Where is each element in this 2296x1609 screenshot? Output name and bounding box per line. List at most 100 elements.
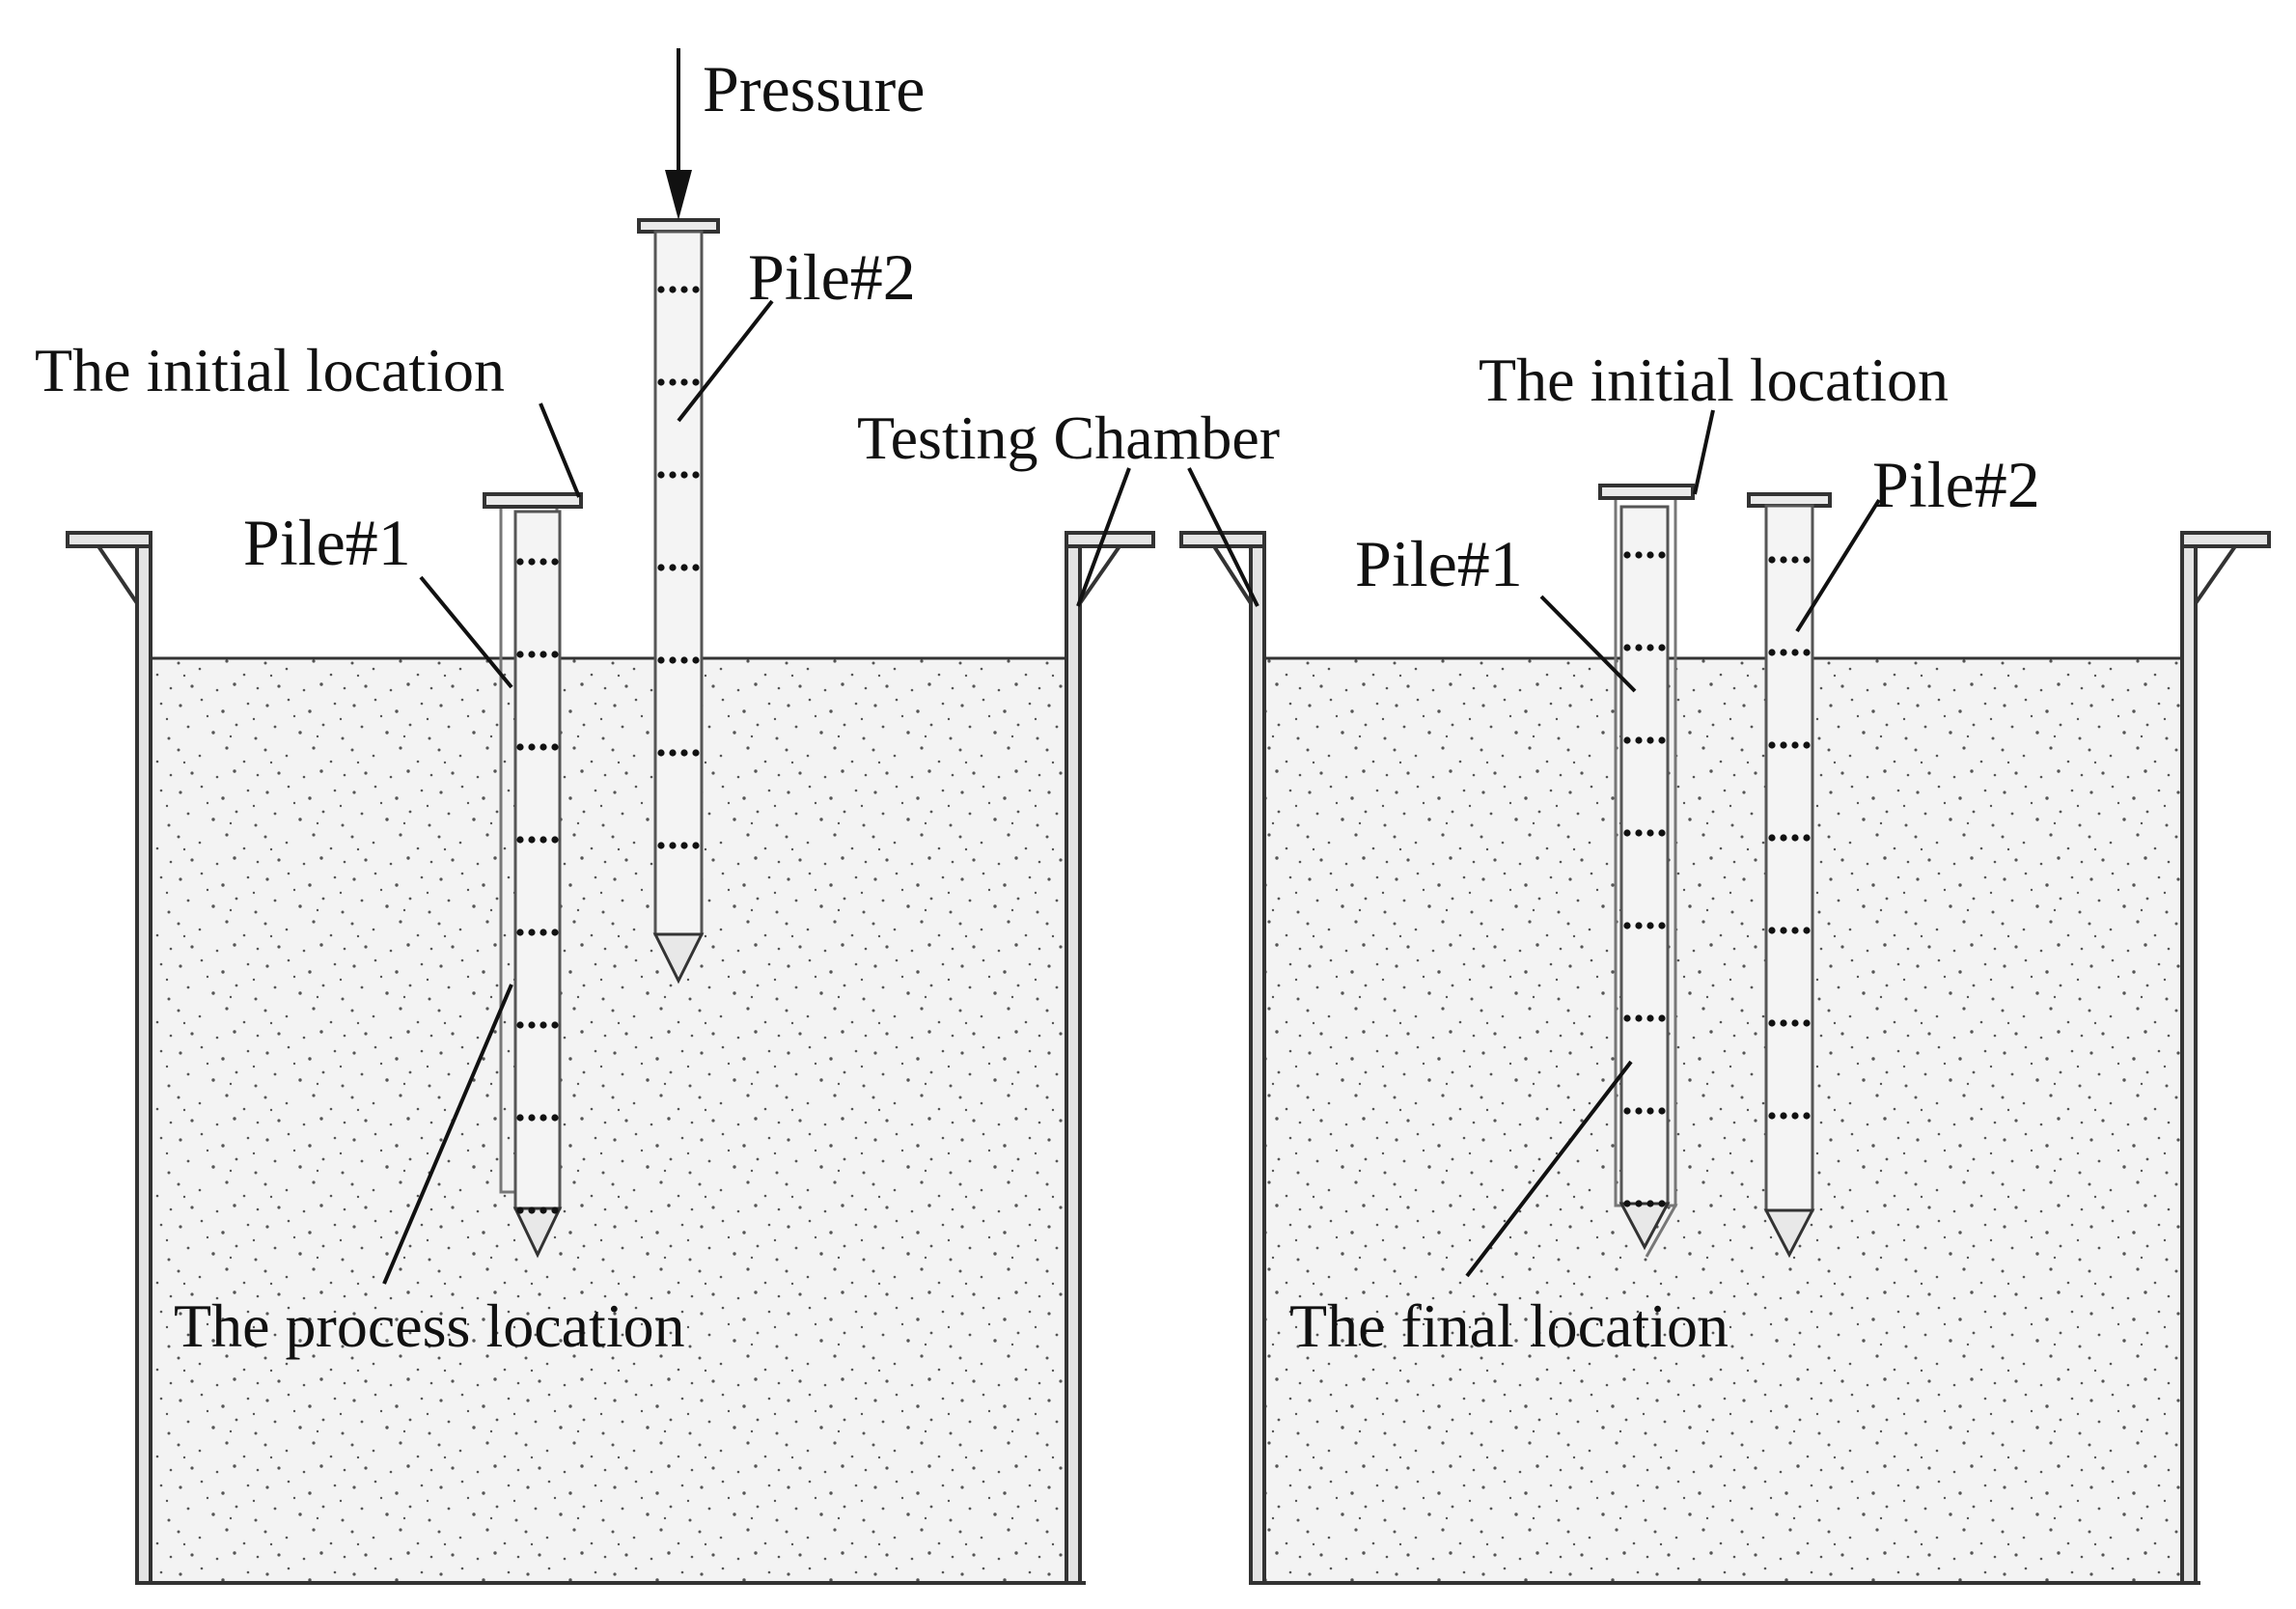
left-chamber-flange-right: [1065, 531, 1155, 548]
right-chamber-wall-left: [1249, 531, 1266, 1585]
gauge-dot: [1635, 1107, 1643, 1115]
gauge-dot: [1646, 1014, 1654, 1022]
gauge-dot: [1780, 741, 1787, 749]
gauge-dot: [516, 929, 524, 936]
gauge-dot: [657, 749, 665, 757]
left-chamber-wall-left: [135, 531, 152, 1585]
gauge-row: [516, 836, 559, 844]
gauge-dot: [1623, 1014, 1631, 1022]
gauge-dot: [1803, 1019, 1811, 1027]
gauge-dot: [1791, 741, 1799, 749]
gauge-dot: [1635, 1014, 1643, 1022]
gauge-dot: [1646, 1107, 1654, 1115]
gauge-dot: [1803, 834, 1811, 842]
gauge-row: [1623, 829, 1666, 837]
gauge-row: [657, 378, 700, 386]
gauge-dot: [1623, 1107, 1631, 1115]
gauge-dot: [1658, 922, 1666, 929]
gauge-dot: [692, 471, 700, 479]
gauge-dot: [1780, 649, 1787, 656]
gauge-dot: [539, 743, 547, 751]
gauge-dot: [539, 929, 547, 936]
gauge-dot: [1803, 649, 1811, 656]
gauge-dot: [1646, 829, 1654, 837]
right-soil: [1264, 658, 2182, 1583]
pile-1-final-tip: [1618, 1202, 1671, 1251]
gauge-dot: [680, 656, 688, 664]
gauge-dot: [1635, 1200, 1643, 1207]
gauge-dot: [1623, 736, 1631, 744]
gauge-dot: [528, 836, 536, 844]
gauge-dot: [516, 836, 524, 844]
gauge-dot: [669, 564, 677, 571]
left-pile-1: [483, 492, 583, 1259]
gauge-dot: [539, 1021, 547, 1029]
gauge-dot: [1768, 556, 1776, 564]
label-initial-location-right: The initial location: [1479, 346, 1949, 414]
gauge-dot: [1791, 1019, 1799, 1027]
label-testing-chamber: Testing Chamber: [857, 403, 1280, 472]
gauge-dot: [539, 1114, 547, 1122]
gauge-dot: [1803, 556, 1811, 564]
gauge-dot: [680, 749, 688, 757]
gauge-row: [657, 471, 700, 479]
gauge-dot: [551, 1021, 559, 1029]
gauge-row: [516, 929, 559, 936]
gauge-dot: [516, 1114, 524, 1122]
gauge-row: [516, 1021, 559, 1029]
gauge-row: [1768, 649, 1811, 656]
gauge-row: [657, 564, 700, 571]
gauge-row: [1768, 741, 1811, 749]
label-pressure: Pressure: [703, 52, 925, 125]
pile-1-final-shaft: [1619, 505, 1670, 1206]
gauge-row: [1768, 1112, 1811, 1120]
gauge-dot: [1768, 741, 1776, 749]
gauge-dot: [1658, 551, 1666, 559]
label-pile-2-left: Pile#2: [748, 240, 916, 314]
gauge-dot: [539, 651, 547, 658]
left-pile-2: [637, 218, 720, 985]
gauge-dot: [1768, 649, 1776, 656]
gauge-dot: [551, 836, 559, 844]
pile-1-initial-cap: [483, 492, 583, 509]
pile-1-initial-cap-right: [1598, 484, 1695, 500]
label-pile-2-right: Pile#2: [1872, 448, 2040, 521]
gauge-dot: [680, 286, 688, 293]
gauge-dot: [1791, 556, 1799, 564]
gauge-dot: [528, 651, 536, 658]
gauge-dot: [1803, 1112, 1811, 1120]
label-process-location: The process location: [174, 1291, 685, 1360]
gauge-dot: [1780, 1112, 1787, 1120]
gauge-dot: [1658, 1014, 1666, 1022]
gauge-dot: [528, 1207, 536, 1214]
gauge-dot: [657, 378, 665, 386]
gauge-dot: [680, 564, 688, 571]
gauge-dot: [1803, 927, 1811, 934]
pressure-arrow: [665, 48, 692, 220]
gauge-dot: [680, 471, 688, 479]
gauge-dot: [1623, 922, 1631, 929]
gauge-row: [1623, 922, 1666, 929]
right-chamber-flange-right: [2180, 531, 2271, 548]
gauge-row: [1623, 736, 1666, 744]
left-soil: [149, 658, 1066, 1583]
gauge-dot: [551, 743, 559, 751]
gauge-dot: [1646, 644, 1654, 652]
gauge-dot: [1780, 834, 1787, 842]
gauge-dot: [1635, 736, 1643, 744]
gauge-dot: [551, 558, 559, 566]
gauge-dot: [1791, 834, 1799, 842]
gauge-dot: [528, 558, 536, 566]
gauge-dot: [1658, 1200, 1666, 1207]
gauge-dot: [1791, 649, 1799, 656]
pile-2-cap: [637, 218, 720, 234]
gauge-row: [1768, 834, 1811, 842]
gauge-dot: [528, 1021, 536, 1029]
gauge-dot: [539, 1207, 547, 1214]
gauge-dot: [1658, 829, 1666, 837]
gauge-dot: [1623, 644, 1631, 652]
gauge-row: [657, 286, 700, 293]
gauge-dot: [551, 1114, 559, 1122]
gauge-dot: [1768, 927, 1776, 934]
